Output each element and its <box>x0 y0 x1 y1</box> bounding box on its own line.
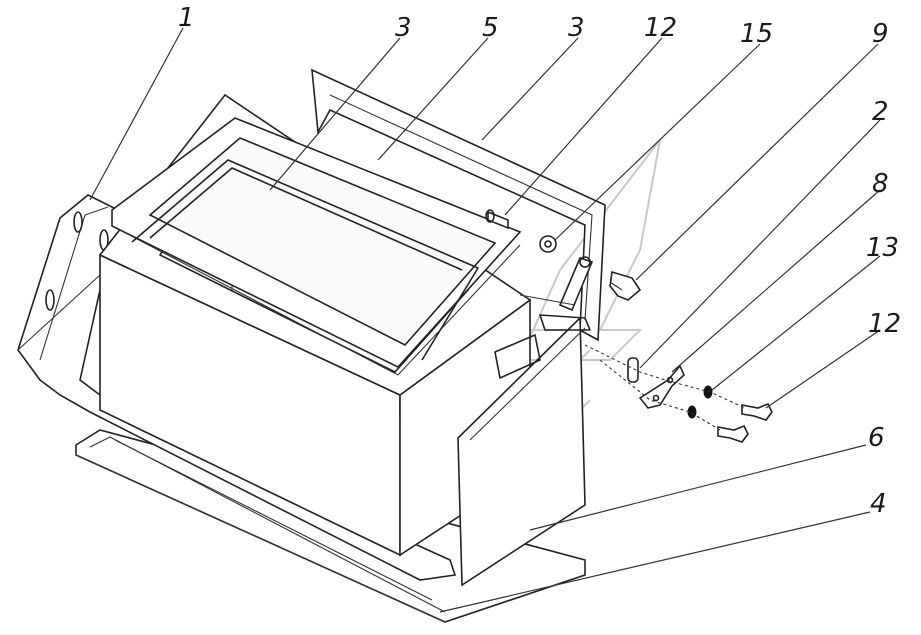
cover-handle-slot <box>494 334 541 379</box>
bolt-part-9 <box>609 270 642 301</box>
callout-13: 13 <box>866 233 899 263</box>
callout-labels: 1 3 5 3 12 15 9 2 8 13 12 6 4 <box>178 3 901 519</box>
pin-part-2 <box>627 357 639 383</box>
callout-5: 5 <box>482 13 499 43</box>
callout-1: 1 <box>178 3 195 33</box>
callout-8: 8 <box>872 169 889 199</box>
callout-12: 12 <box>644 13 677 43</box>
side-cover-part-6 <box>457 314 591 587</box>
washer <box>539 235 557 253</box>
callout-3: 3 <box>395 13 412 43</box>
hinge-link-part-15 <box>519 256 594 312</box>
callout-2: 2 <box>872 97 889 127</box>
washer-part-13 <box>687 385 713 419</box>
callout-12: 12 <box>868 309 901 339</box>
callout-4: 4 <box>870 489 887 519</box>
assembly-axes <box>584 344 746 431</box>
bracket-hole <box>45 289 55 311</box>
callout-3: 3 <box>568 13 585 43</box>
pin-part-12 <box>485 209 509 230</box>
clip-part-8 <box>638 364 685 409</box>
bracket-hole <box>73 211 83 233</box>
callout-15: 15 <box>740 19 773 49</box>
front-gasket-part-3 <box>131 159 479 361</box>
callout-9: 9 <box>872 19 889 49</box>
leader-lines <box>89 27 881 613</box>
callout-6: 6 <box>868 423 885 453</box>
screws-part-12 <box>717 402 773 443</box>
